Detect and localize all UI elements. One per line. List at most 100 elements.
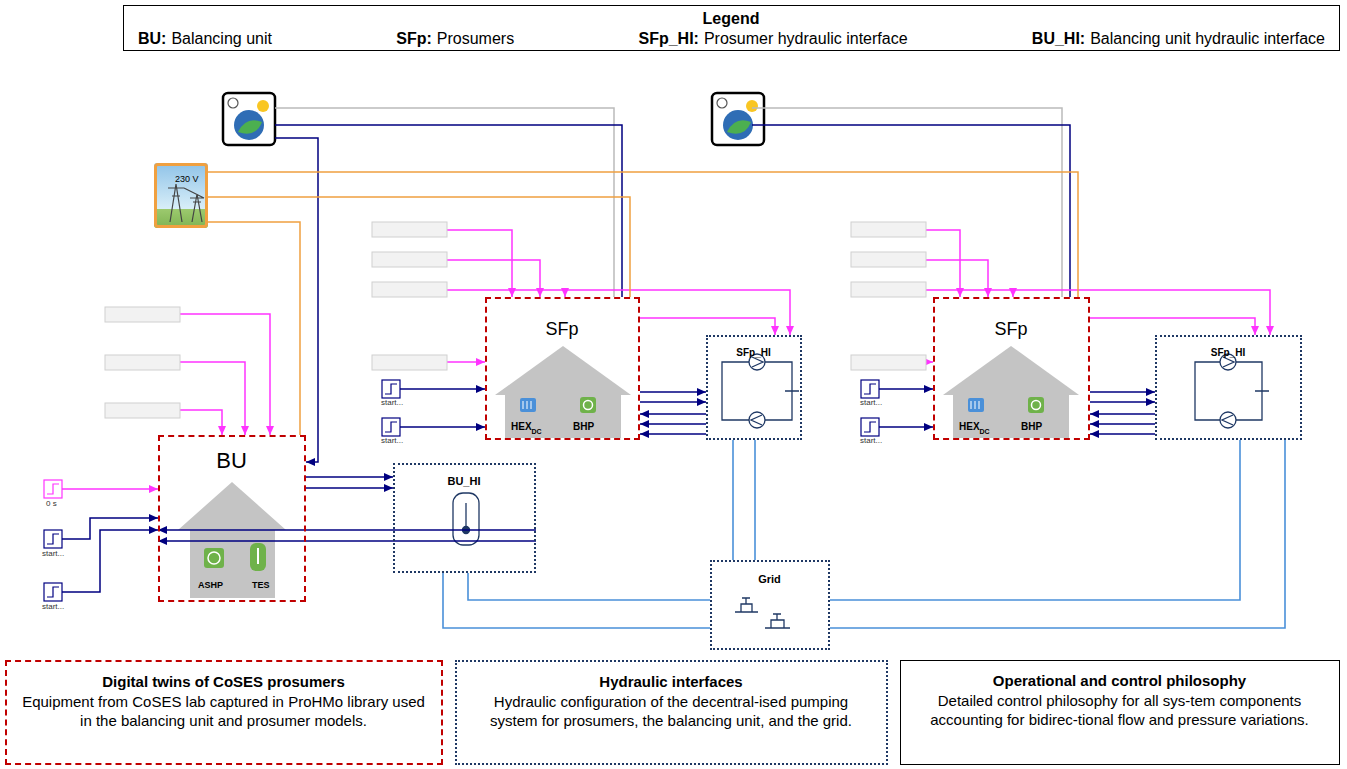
legend-box: LegendBU:Balancing unitSFp:ProsumersSFp_… bbox=[123, 5, 1340, 51]
connector bbox=[640, 391, 706, 393]
node-text: Legend bbox=[703, 10, 760, 27]
valve-symbol bbox=[765, 614, 790, 628]
signal-wire bbox=[180, 314, 270, 435]
pump-symbol bbox=[1222, 415, 1233, 425]
text-holder: BHP bbox=[1021, 415, 1042, 434]
weather-icon bbox=[712, 93, 764, 145]
step-source bbox=[47, 587, 59, 597]
signal-wire bbox=[879, 388, 933, 390]
node-text: BHP bbox=[573, 421, 594, 432]
weather-icon bbox=[723, 110, 753, 140]
signal-wire bbox=[926, 361, 933, 363]
equipment-icon bbox=[257, 548, 259, 564]
hydraulic-interface: SFp_HI bbox=[1155, 335, 1302, 440]
weather-icon bbox=[712, 93, 764, 145]
note-box: Digital twins of CoSES prosumersEquipmen… bbox=[5, 660, 443, 765]
hydraulic-interface: BU_HI bbox=[393, 463, 536, 573]
signal-wire bbox=[926, 290, 1013, 297]
pump-symbol bbox=[1195, 362, 1269, 420]
signal-wire bbox=[62, 530, 158, 592]
house-shape bbox=[943, 346, 1079, 395]
step-source bbox=[385, 384, 397, 394]
signal-wire bbox=[926, 260, 988, 297]
connector bbox=[158, 540, 536, 542]
connector bbox=[754, 440, 756, 560]
node-text: SFp_HI: bbox=[638, 30, 698, 47]
port-label: start... bbox=[860, 436, 882, 445]
pump-symbol bbox=[722, 354, 1269, 428]
step-source bbox=[864, 384, 876, 394]
pump-symbol bbox=[1220, 412, 1236, 428]
signal-wire bbox=[447, 290, 565, 297]
tank-symbol bbox=[465, 503, 466, 527]
step-source bbox=[864, 422, 876, 432]
equipment-icon bbox=[208, 552, 220, 564]
connector bbox=[640, 318, 775, 335]
text-holder: 230 V bbox=[175, 167, 199, 186]
connector bbox=[208, 172, 1078, 297]
weather-icon bbox=[228, 98, 238, 108]
connector bbox=[158, 529, 536, 531]
tank-symbol bbox=[453, 493, 479, 545]
node-text: ASHP bbox=[198, 580, 223, 590]
connector bbox=[1090, 423, 1155, 425]
pump-symbol bbox=[752, 357, 763, 367]
connector bbox=[306, 487, 393, 489]
node-text: Equipment from CoSES lab captured in Pro… bbox=[22, 693, 425, 729]
power-grid-icon bbox=[168, 184, 204, 222]
equipment-icon bbox=[204, 548, 224, 568]
connector bbox=[1090, 413, 1155, 415]
prosumer-box: SFpHEXDCBHP bbox=[933, 297, 1090, 440]
signal-wire bbox=[400, 426, 485, 428]
equipment-icon bbox=[971, 401, 979, 409]
pump-symbol bbox=[749, 412, 765, 428]
step-source bbox=[44, 480, 62, 498]
connector bbox=[1090, 401, 1155, 403]
signal-wire bbox=[180, 410, 222, 435]
house-shape bbox=[190, 528, 275, 598]
node-text: Hydraulic interfaces bbox=[599, 673, 742, 690]
step-source bbox=[382, 418, 400, 436]
step-source bbox=[44, 530, 62, 548]
connector bbox=[640, 413, 706, 415]
text-holder: SFp bbox=[487, 319, 637, 341]
text-holder: TES bbox=[252, 573, 270, 592]
parameter-input bbox=[372, 252, 447, 267]
signal-wire bbox=[447, 230, 512, 297]
house-shape bbox=[953, 393, 1069, 438]
text-holder: SFp_HI bbox=[1157, 341, 1299, 360]
equipment-icon bbox=[250, 543, 266, 571]
node-text: BU bbox=[216, 448, 247, 473]
legend-entry: SFp_HI:Prosumer hydraulic interface bbox=[638, 30, 907, 48]
port-label: start... bbox=[42, 602, 64, 611]
signal-wire bbox=[180, 362, 245, 435]
text-holder: Legend bbox=[124, 9, 1338, 28]
signal-wire bbox=[275, 108, 614, 297]
node-text: SFp bbox=[994, 319, 1027, 339]
note-box: Operational and control philosophyDetail… bbox=[900, 660, 1340, 765]
valve-symbol bbox=[735, 598, 758, 612]
connector bbox=[1090, 318, 1255, 335]
weather-icon bbox=[238, 120, 262, 133]
step-source bbox=[47, 484, 59, 494]
node-text: HEX bbox=[511, 421, 532, 432]
parameter-input bbox=[105, 355, 180, 370]
pump-symbol bbox=[751, 415, 762, 425]
parameter-input bbox=[105, 403, 180, 418]
equipment-icon bbox=[520, 398, 536, 412]
node-text: BHP bbox=[1021, 421, 1042, 432]
port-label: start... bbox=[42, 549, 64, 558]
node-text: Balancing unit bbox=[171, 30, 272, 47]
equipment-icon bbox=[584, 401, 593, 410]
port-label: start... bbox=[381, 436, 403, 445]
prosumer-box: SFpHEXDCBHP bbox=[485, 297, 640, 440]
parameter-input bbox=[851, 252, 926, 267]
text-holder: ASHP bbox=[198, 573, 223, 592]
text-holder: Operational and control philosophy bbox=[901, 671, 1338, 690]
parameter-input bbox=[105, 307, 180, 322]
node-text: Hydraulic configuration of the decentral… bbox=[490, 693, 852, 729]
text-holder: Grid bbox=[712, 568, 827, 587]
equipment-icon bbox=[523, 401, 531, 409]
port-label: start... bbox=[381, 398, 403, 407]
